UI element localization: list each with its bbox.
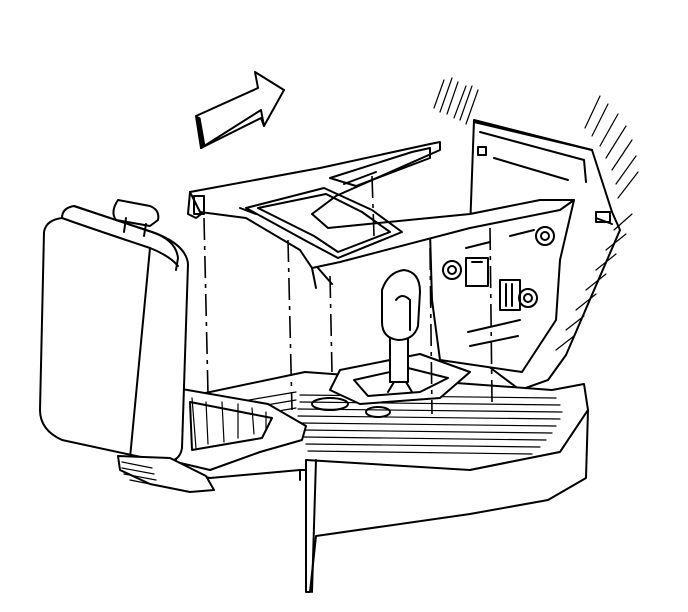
alignment-lines	[203, 175, 493, 415]
instrument-panel-hatching	[433, 77, 639, 351]
armrest-hinge	[117, 455, 215, 493]
gear-shift-lever	[381, 269, 421, 393]
console-trim-plate	[187, 141, 575, 289]
storage-bin	[175, 387, 307, 471]
direction-arrow-icon	[195, 71, 285, 149]
console-front-panel	[305, 409, 589, 593]
hvac-control-panel	[429, 199, 575, 373]
armrest-lid	[39, 199, 189, 463]
